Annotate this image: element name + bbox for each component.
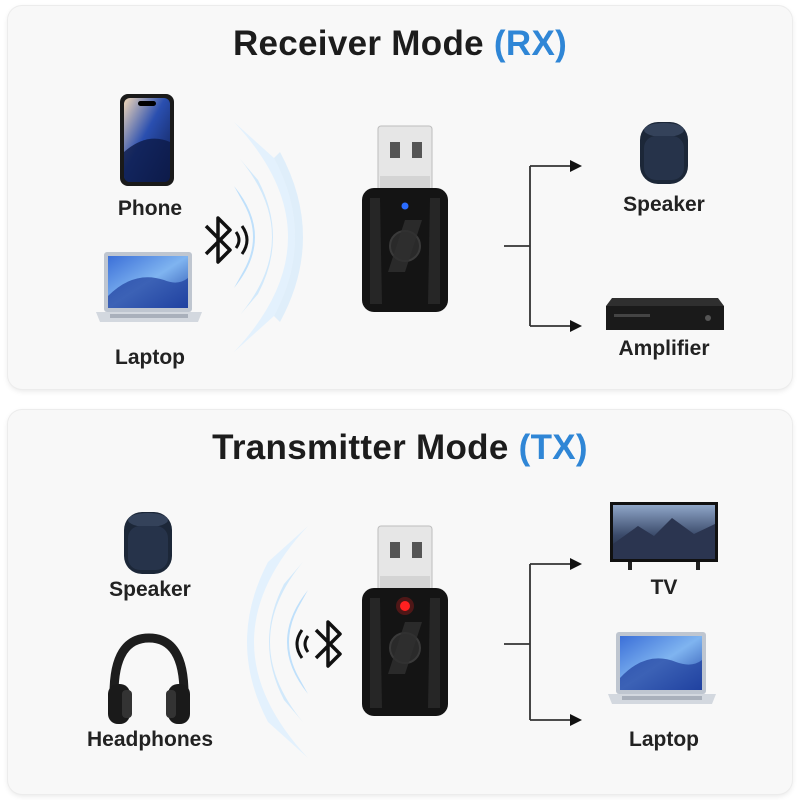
laptop-icon [96, 252, 202, 322]
transmitter-mode-title: Transmitter Mode (TX) [8, 428, 792, 468]
tx-right-label-laptop: Laptop [629, 728, 699, 751]
rx-led-indicator [401, 202, 409, 210]
output-connector-lines [504, 558, 582, 726]
receiver-title-main: Receiver Mode [232, 24, 484, 63]
transmitter-mode-panel: Transmitter Mode (TX) Speaker Headphones [8, 410, 792, 794]
transmitter-title-accent: (TX) [518, 428, 588, 467]
receiver-mode-panel: Receiver Mode (RX) Phone Laptop [8, 6, 792, 389]
tx-right-label-tv: TV [650, 576, 678, 599]
signal-waves-icon [247, 526, 308, 758]
tx-left-label-speaker: Speaker [109, 578, 191, 601]
rx-right-label-speaker: Speaker [623, 193, 705, 216]
usb-adapter-icon [362, 525, 448, 716]
laptop-icon [608, 632, 716, 704]
bluetooth-icon [204, 216, 249, 264]
speaker-icon [640, 122, 688, 184]
amplifier-icon [606, 298, 724, 330]
speaker-icon [124, 512, 172, 574]
tv-icon [610, 502, 718, 570]
receiver-title-accent: (RX) [493, 24, 568, 63]
tx-left-label-headphones: Headphones [86, 728, 214, 751]
rx-left-label-laptop: Laptop [115, 346, 185, 369]
phone-icon [120, 94, 174, 186]
tx-led-indicator [400, 601, 410, 611]
receiver-mode-title: Receiver Mode (RX) [8, 24, 792, 64]
output-connector-lines [504, 160, 582, 332]
headphones-icon [108, 633, 190, 724]
rx-right-label-amplifier: Amplifier [618, 337, 710, 360]
rx-left-label-phone: Phone [117, 197, 183, 220]
usb-adapter-icon [362, 125, 448, 312]
transmitter-title-main: Transmitter Mode [212, 428, 509, 467]
signal-waves-icon [234, 122, 303, 352]
bluetooth-icon [295, 620, 342, 668]
